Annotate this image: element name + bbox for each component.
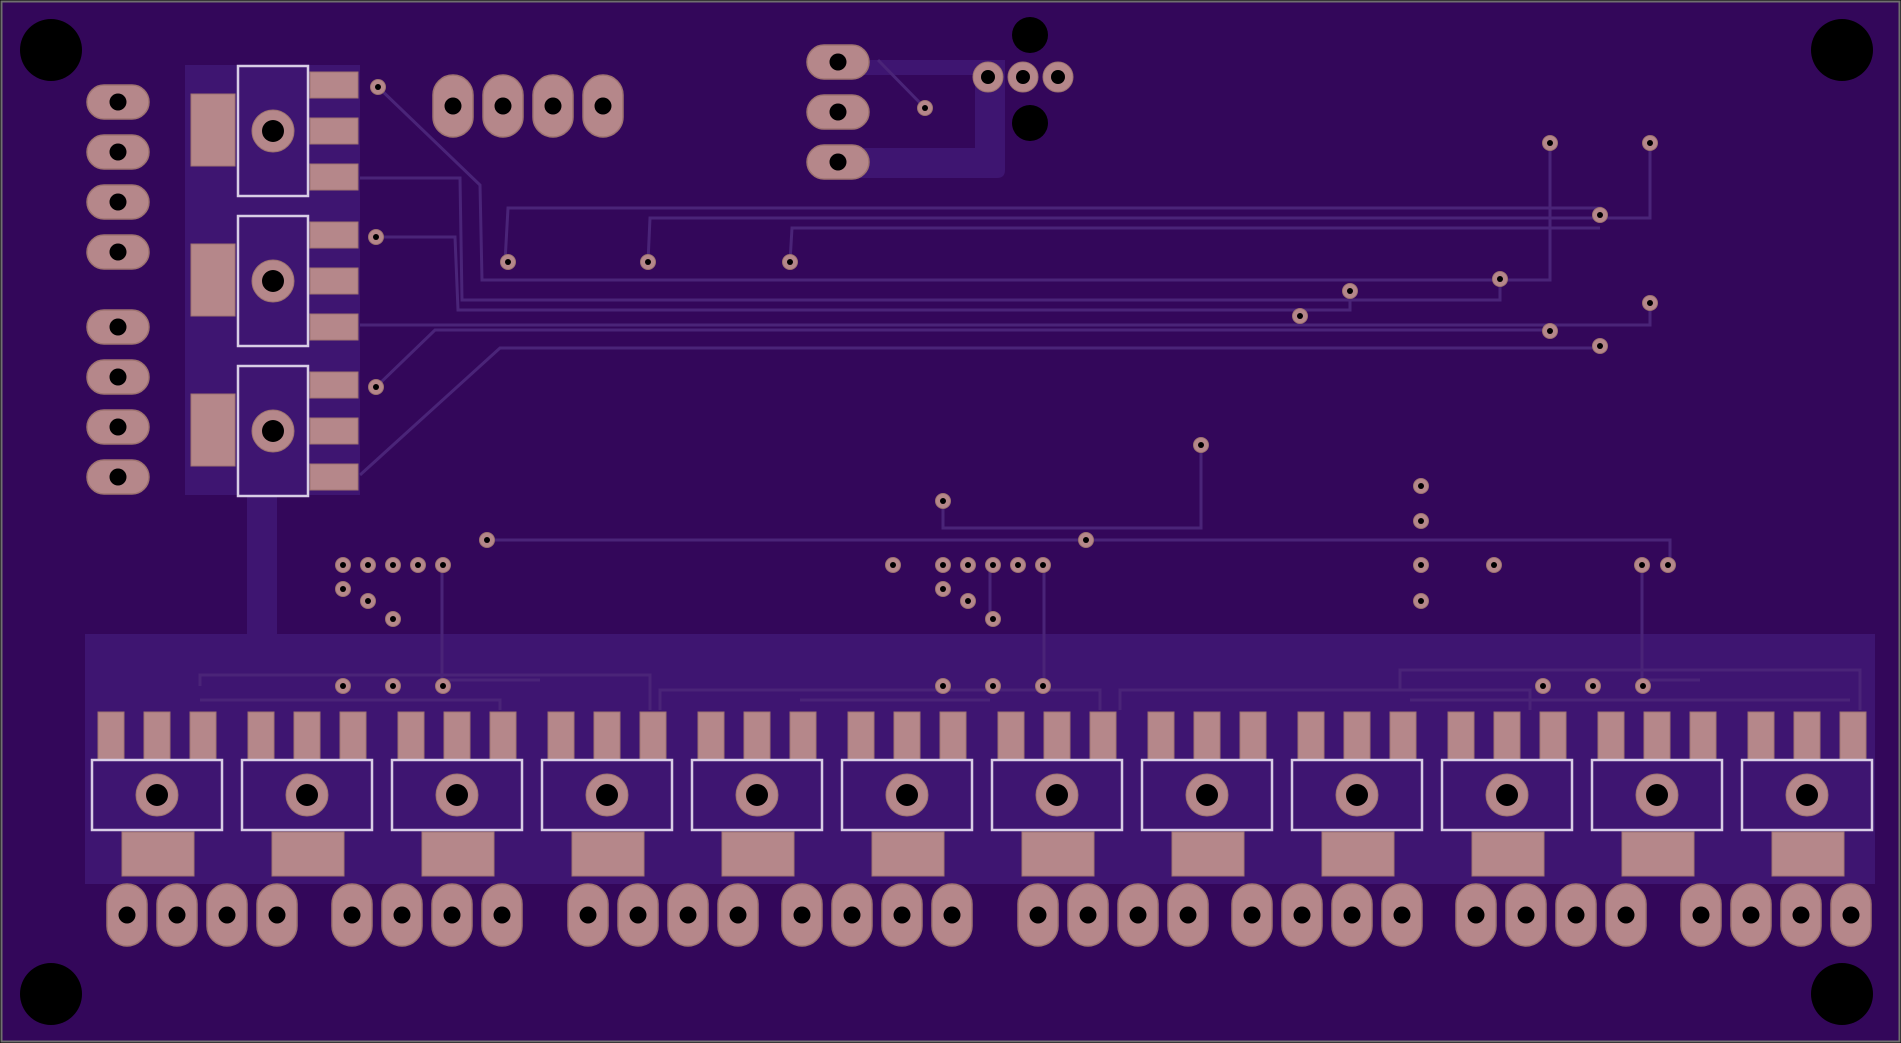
three-pin-header <box>972 61 1074 93</box>
mounting-hole-icon <box>20 963 82 1025</box>
mounting-hole-icon <box>1811 19 1873 81</box>
mounting-hole-icon <box>1012 105 1048 141</box>
mounting-hole-icon <box>20 19 82 81</box>
left-regulators <box>189 64 360 498</box>
mounting-hole-icon <box>1012 17 1048 53</box>
traces <box>198 58 1862 710</box>
mounting-hole-icon <box>1811 963 1873 1025</box>
mounting-holes <box>20 17 1873 1025</box>
